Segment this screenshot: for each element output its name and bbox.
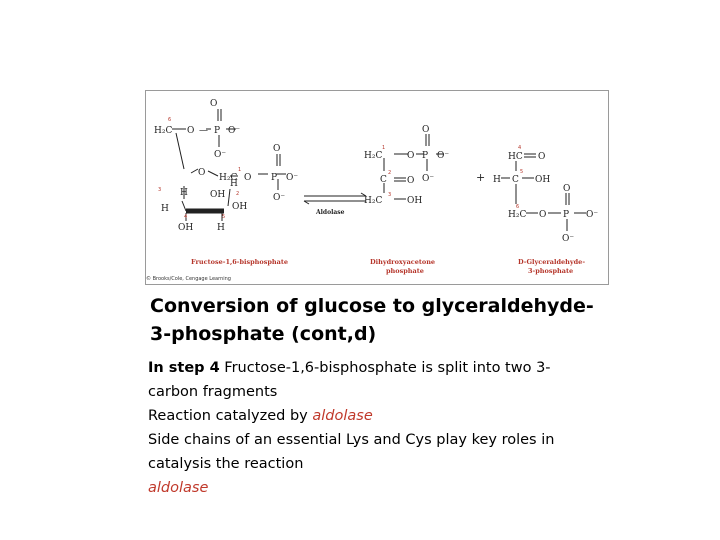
bond-text: — [199, 126, 208, 136]
atom-label: O⁻ [286, 173, 298, 183]
dhap-label-line1: Dihydroxyacetone [370, 258, 435, 266]
slide-title: Conversion of glucose to glyceraldehyde-… [150, 292, 620, 348]
enzyme-label: Aldolase [315, 209, 345, 216]
atom-label: OH [210, 190, 225, 200]
atom-label: HC [508, 152, 523, 162]
atom-label: P [214, 126, 220, 136]
bond [181, 200, 187, 212]
bond [207, 170, 219, 177]
atom-label: O [539, 210, 546, 220]
atom-label: O [187, 126, 194, 136]
carbon-number: 5 [222, 214, 225, 220]
arrow-head [303, 200, 310, 205]
side-chains-paragraph: Side chains of an essential Lys and Cys … [148, 432, 555, 472]
title-line-2: 3-phosphate (cont,d) [150, 323, 377, 345]
atom-label: O [407, 176, 414, 186]
enzyme-name: aldolase [312, 408, 373, 424]
carbon-number: 4 [518, 145, 521, 151]
atom-label: O [538, 152, 545, 162]
atom-label: O [273, 144, 280, 154]
carbon-number: 6 [168, 117, 171, 123]
carbon-number: 1 [382, 145, 385, 151]
fbp-label: Fructose-1,6-bisphosphate [191, 258, 288, 266]
atom-label: OH [178, 223, 193, 233]
copyright-credit: © Brooks/Cole, Cengage Learning [146, 276, 231, 282]
atom-label: OH [232, 202, 247, 212]
carbon-number: 3 [388, 192, 391, 198]
atom-label: H [230, 179, 238, 189]
atom-label: O [563, 184, 570, 194]
atom-label: H₂C [364, 151, 382, 161]
atom-label: O⁻ [228, 126, 240, 136]
atom-label: H₂C [154, 126, 172, 136]
title-line-1: Conversion of glucose to glyceraldehyde- [150, 295, 594, 317]
atom-label: O [422, 125, 429, 135]
arrow-head [360, 192, 367, 197]
reaction-diagram: O H₂C O — P O⁻ O⁻ O H₂C O P O⁻ O O⁻ H OH… [154, 99, 598, 275]
atom-label: O⁻ [273, 193, 285, 203]
carbon-number: 1 [238, 167, 241, 173]
catalysis-paragraph: Reaction catalyzed by aldolase [148, 404, 578, 428]
atom-label: O⁻ [586, 210, 598, 220]
atom-label: H₂C [219, 173, 237, 183]
atom-label: C [380, 175, 387, 185]
gap-label-line1: D-Glyceraldehyde- [518, 258, 585, 266]
reaction-figure: O H₂C O — P O⁻ O⁻ O H₂C O P O⁻ O O⁻ H OH… [145, 90, 609, 285]
atom-label: O [407, 151, 414, 161]
atom-label: O [210, 99, 217, 109]
slide-body: In step 4 Fructose-1,6-bisphosphate is s… [148, 356, 578, 500]
carbon-number: 3 [158, 187, 161, 193]
atom-label: C [512, 175, 519, 185]
atom-label: H [217, 223, 225, 233]
bond [190, 168, 199, 174]
step-paragraph: In step 4 Fructose-1,6-bisphosphate is s… [148, 356, 578, 404]
carbon-number: 5 [520, 169, 523, 175]
atom-label: O⁻ [562, 234, 574, 244]
atom-label: O [198, 168, 205, 178]
atom-label: H [161, 204, 169, 214]
atom-label: P [563, 210, 569, 220]
atom-label: H₂C [364, 196, 382, 206]
step-text: Fructose-1,6-bisphosphate is split into … [148, 360, 551, 400]
atom-label: H₂C [508, 210, 526, 220]
bond [175, 132, 185, 170]
atom-label: O⁻ [214, 150, 226, 160]
carbon-number: 2 [388, 170, 391, 176]
gap-label-line2: 3-phosphate [528, 267, 573, 275]
plus-sign: + [476, 171, 485, 184]
bond [227, 188, 231, 207]
footer-enzyme: aldolase [148, 480, 209, 496]
atom-label: O⁻ [422, 174, 434, 184]
atom-label: P [422, 151, 428, 161]
atom-label: O [244, 173, 251, 183]
carbon-number: 4 [184, 214, 187, 220]
atom-label: OH [535, 175, 550, 185]
catalyzed-prefix: Reaction catalyzed by [148, 408, 313, 424]
atom-label: P [271, 173, 277, 183]
atom-label: H [493, 175, 501, 185]
atom-label: O⁻ [437, 151, 449, 161]
carbon-number: 6 [516, 204, 519, 210]
step-label: In step 4 [148, 360, 220, 376]
carbon-number: 2 [236, 191, 239, 197]
atom-label: H [180, 188, 188, 198]
atom-label: OH [407, 196, 422, 206]
dhap-label-line2: phosphate [386, 267, 424, 275]
